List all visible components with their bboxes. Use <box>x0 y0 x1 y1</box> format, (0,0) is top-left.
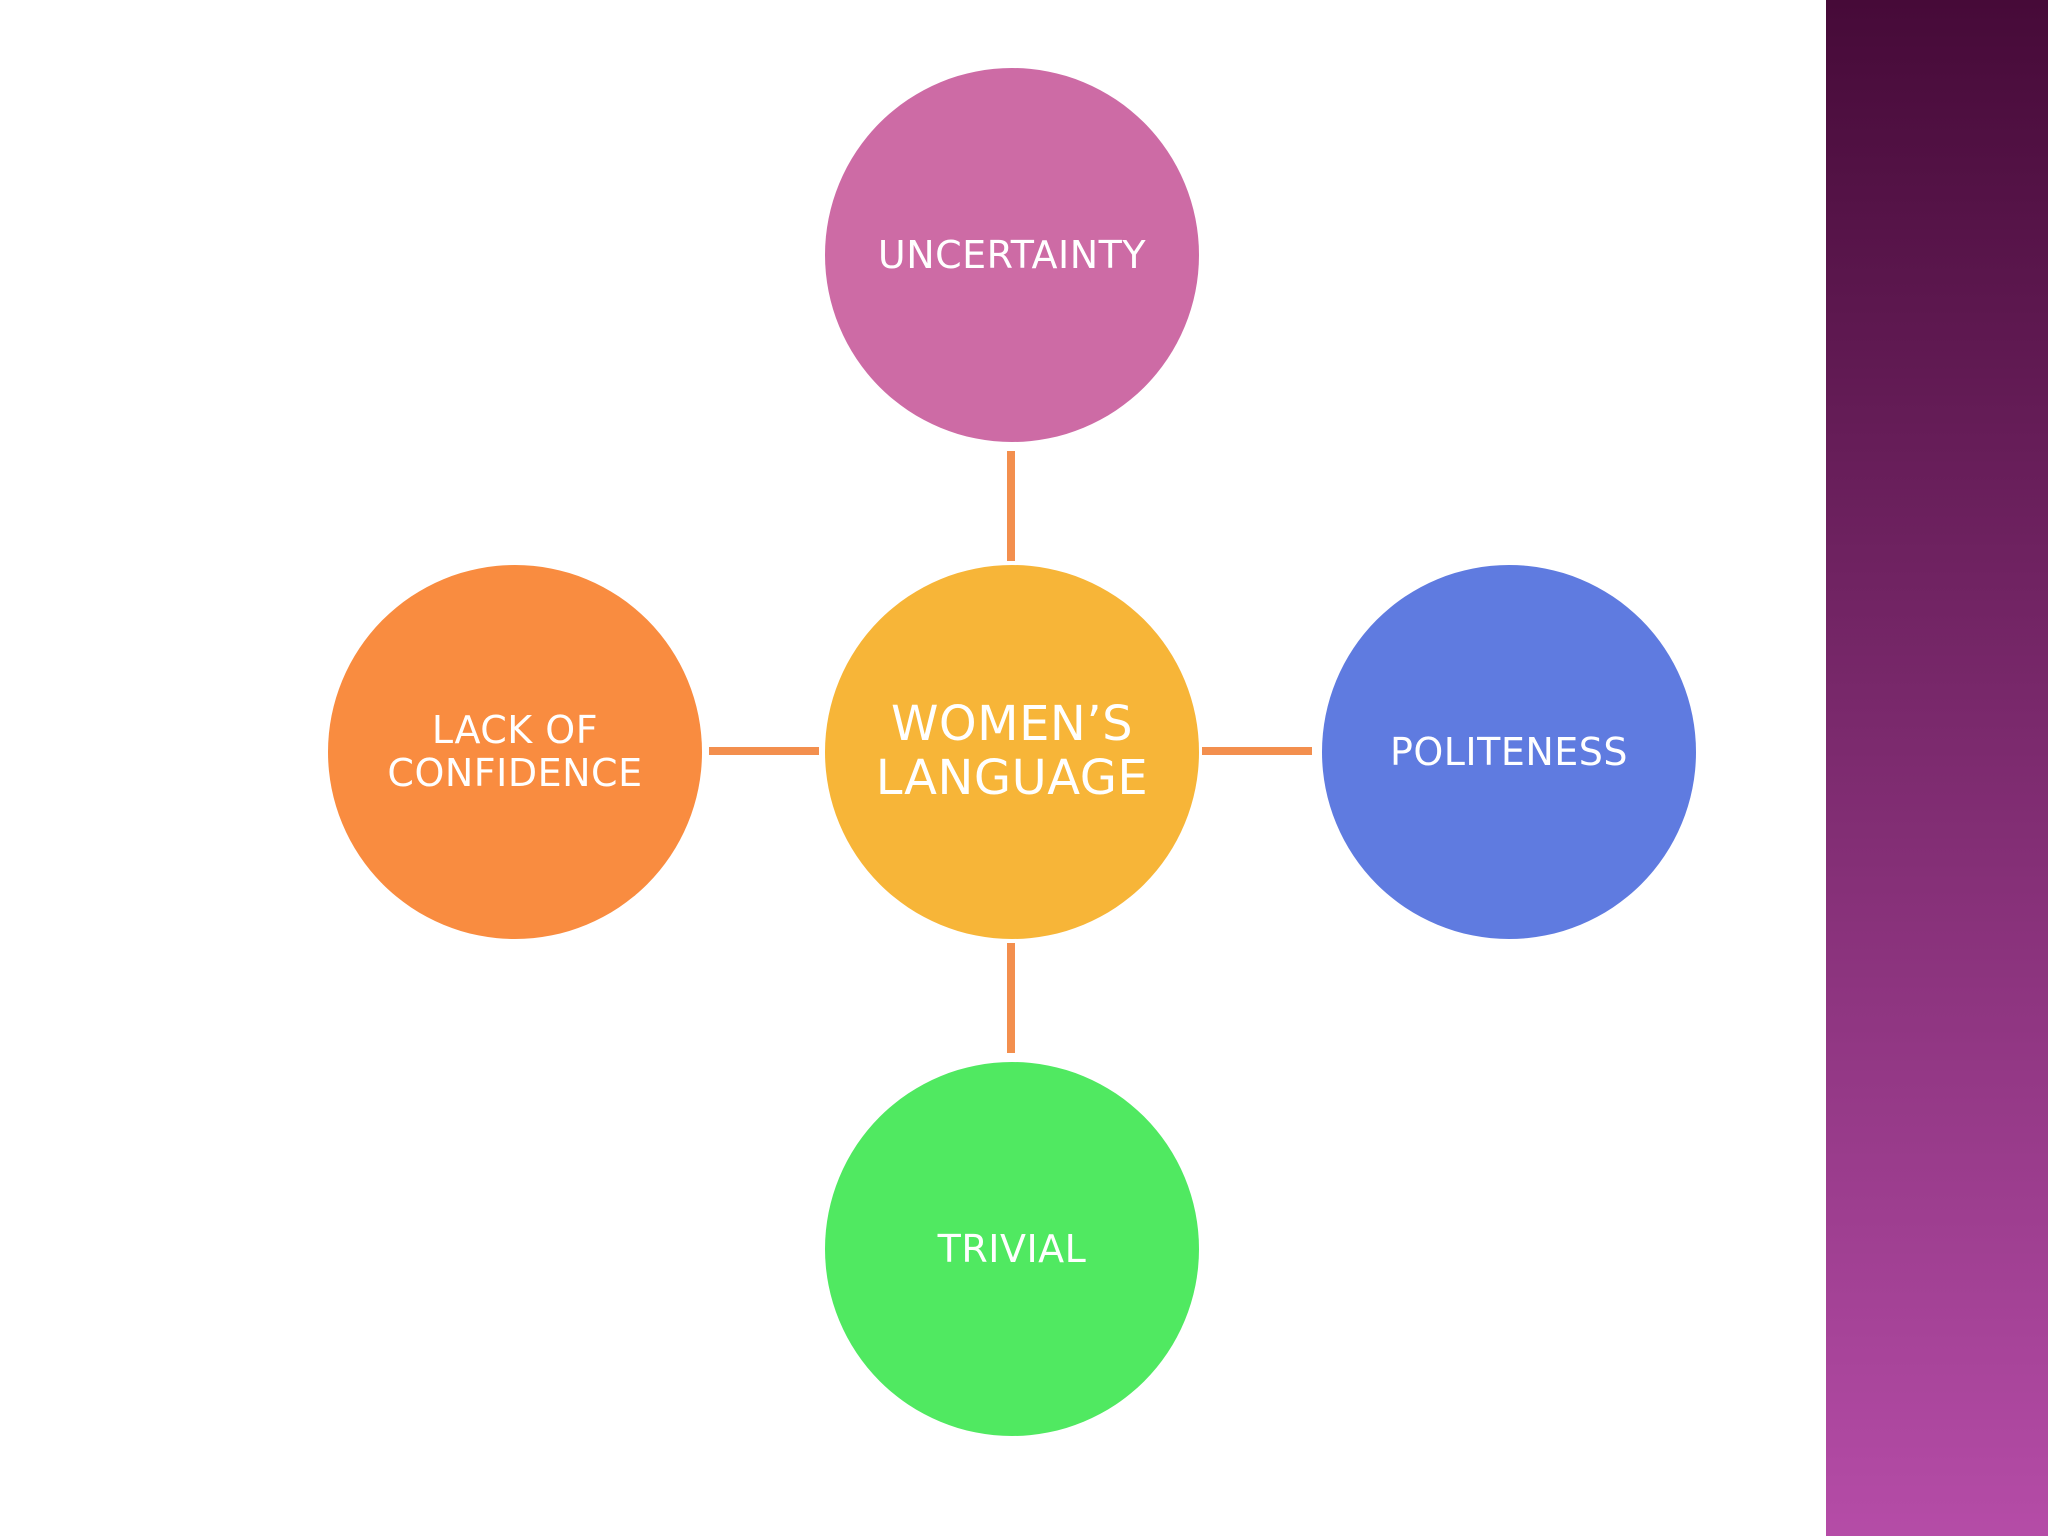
node-lack-of-confidence-label: LACK OF CONFIDENCE <box>387 708 643 795</box>
node-trivial-label: TRIVIAL <box>937 1226 1087 1271</box>
node-uncertainty: UNCERTAINTY <box>825 68 1199 442</box>
node-politeness-label: POLITENESS <box>1389 729 1629 774</box>
connector-top <box>1007 451 1015 561</box>
node-lack-of-confidence: LACK OF CONFIDENCE <box>328 565 702 939</box>
connector-left <box>709 747 819 755</box>
connector-bottom <box>1007 943 1015 1053</box>
slide-canvas: UNCERTAINTY LACK OF CONFIDENCE WOMEN’S L… <box>328 68 1696 1436</box>
node-politeness: POLITENESS <box>1322 565 1696 939</box>
connector-right <box>1202 747 1312 755</box>
node-womens-language-label: WOMEN’S LANGUAGE <box>875 696 1149 806</box>
node-womens-language: WOMEN’S LANGUAGE <box>825 565 1199 939</box>
side-gradient-band <box>1826 0 2048 1536</box>
node-trivial: TRIVIAL <box>825 1062 1199 1436</box>
node-uncertainty-label: UNCERTAINTY <box>877 232 1147 277</box>
